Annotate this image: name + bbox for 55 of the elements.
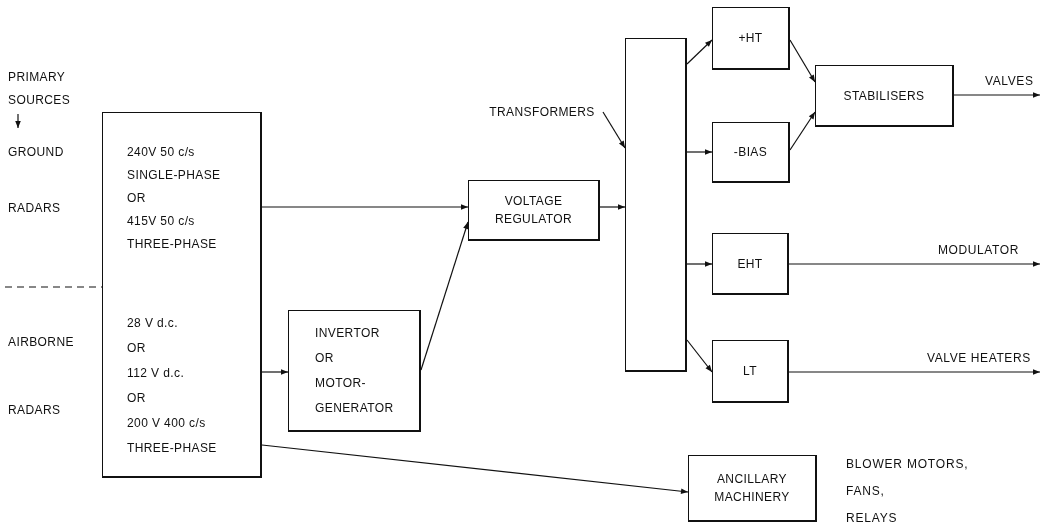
side-label: AIRBORNE [8,334,75,351]
arrow [686,261,713,267]
callout-text: TRANSFORMERS [481,102,603,122]
source-box-section [102,287,262,478]
side-note: FANS, [846,483,886,499]
box-label: INVERTOR [315,324,380,342]
source-box-section [102,112,262,287]
arrow [788,369,1041,375]
arrow [789,111,816,151]
arrow [261,369,289,375]
box-label: STABILISERS [843,87,925,105]
arrow [686,39,713,65]
process-box [712,233,789,295]
transformer-box [625,38,687,372]
side-note: RELAYS [846,510,899,524]
process-box [468,180,600,241]
leader-line [602,111,626,149]
edge-label: VALVES [984,74,1035,88]
arrow [953,92,1041,98]
arrow [261,444,689,494]
side-label: RADARS [8,402,62,419]
side-label: RADARS [8,200,62,217]
box-label: 200 V 400 c/s THREE-PHASE [127,415,218,457]
process-box [712,7,790,70]
process-box [288,310,421,432]
box-label: VOLTAGE REGULATOR [493,193,574,228]
side-label: GROUND [8,144,65,161]
side-note: BLOWER MOTORS, [846,456,969,472]
process-box [712,122,790,183]
edge-label: VALVE HEATERS [926,351,1032,365]
arrow [686,149,713,155]
box-label: LT [743,363,757,380]
arrow [686,339,713,373]
arrow [788,261,1041,267]
box-label: OR [127,190,146,207]
box-label: EHT [737,255,763,273]
box-label: 415V 50 c/s THREE-PHASE [127,213,218,253]
arrow [789,39,816,83]
box-label: OR [127,390,146,407]
edge-label: MODULATOR [937,243,1020,257]
process-box [712,340,789,403]
arrow [261,204,469,210]
side-label: PRIMARY SOURCES [8,69,72,109]
box-label: +HT [738,30,763,47]
box-label: OR [315,349,334,367]
box-label: 28 V d.c. [127,315,178,332]
arrow [599,204,626,210]
box-label: 240V 50 c/s SINGLE-PHASE [127,144,222,184]
box-label: ANCILLARY MACHINERY [713,471,791,506]
box-label: 112 V d.c. [127,365,185,382]
box-label: OR [127,340,146,357]
box-label: MOTOR-GENERATOR [315,374,395,417]
process-box [688,455,817,522]
box-label: -BIAS [733,144,768,161]
process-box [815,65,954,127]
